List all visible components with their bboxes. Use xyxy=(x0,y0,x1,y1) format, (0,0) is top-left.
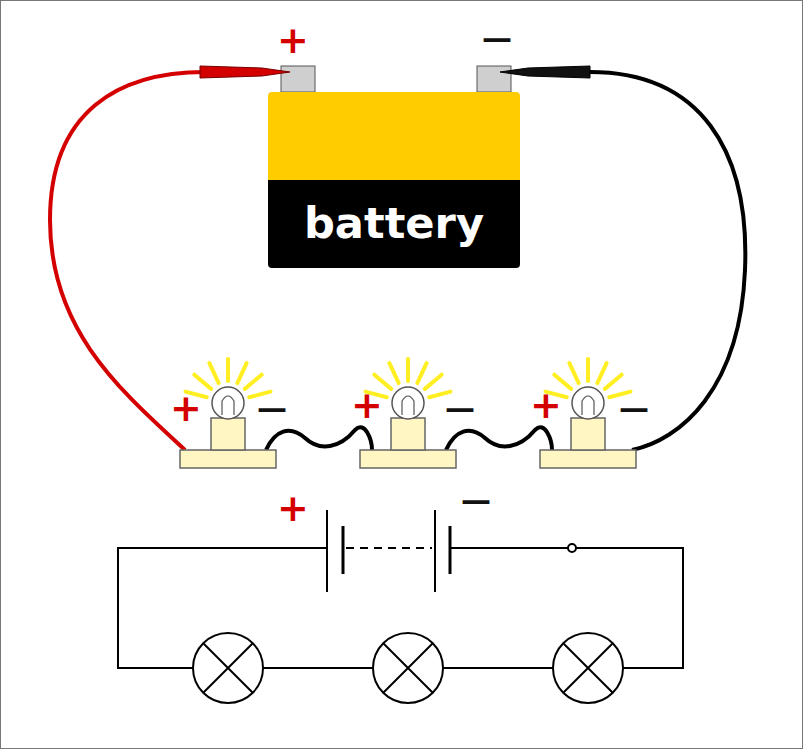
filament xyxy=(582,396,594,415)
bulb-base xyxy=(360,450,456,468)
light-ray xyxy=(389,363,398,383)
lamp-cross xyxy=(563,643,612,692)
negative-sign: — xyxy=(619,393,649,423)
bulb-wire xyxy=(266,427,372,450)
bulb-glass xyxy=(212,387,244,419)
filament xyxy=(402,396,414,415)
cell-long-plate xyxy=(434,510,436,592)
black-clip xyxy=(500,66,590,78)
cell-dashed xyxy=(346,547,432,549)
positive-sign: + xyxy=(277,21,309,59)
light-ray xyxy=(226,359,230,381)
positive-sign: + xyxy=(277,489,309,527)
bulb-socket xyxy=(211,418,245,450)
cell-short-plate xyxy=(449,526,452,574)
schematic xyxy=(118,510,683,703)
light-ray xyxy=(406,359,410,381)
negative-sign: — xyxy=(461,485,491,515)
battery-label: battery xyxy=(268,92,520,246)
negative-terminal xyxy=(477,66,511,92)
light-ray xyxy=(417,363,426,383)
lamp-symbol xyxy=(193,633,263,703)
light-ray xyxy=(194,375,211,389)
bulb-glass xyxy=(572,387,604,419)
light-ray xyxy=(245,375,262,389)
negative-sign: — xyxy=(482,23,512,53)
lamp-cross xyxy=(383,643,432,692)
terminal-dot xyxy=(568,544,576,552)
light-ray xyxy=(605,375,622,389)
negative-sign: — xyxy=(445,393,475,423)
bulb-socket xyxy=(391,418,425,450)
cell-short-plate xyxy=(342,526,345,574)
lamp-symbol xyxy=(553,633,623,703)
light-ray xyxy=(569,363,578,383)
positive-sign: + xyxy=(351,386,383,424)
bulb-base xyxy=(180,450,276,468)
cell-long-plate xyxy=(326,510,328,592)
positive-terminal xyxy=(281,66,315,92)
light-ray xyxy=(597,363,606,383)
light-ray xyxy=(586,359,590,381)
light-ray xyxy=(237,363,246,383)
bulb-base xyxy=(540,450,636,468)
lamp-symbol xyxy=(373,633,443,703)
red-wire xyxy=(50,72,205,450)
red-clip xyxy=(200,66,290,78)
battery-body: battery xyxy=(268,92,520,268)
light-ray xyxy=(209,363,218,383)
filament xyxy=(222,396,234,415)
light-ray xyxy=(425,375,442,389)
positive-sign: + xyxy=(170,389,202,427)
bulb-wire xyxy=(446,427,552,450)
black-wire xyxy=(590,72,745,450)
negative-sign: — xyxy=(257,393,287,423)
bulb-glass xyxy=(392,387,424,419)
lamp-cross xyxy=(203,643,252,692)
bulb-socket xyxy=(571,418,605,450)
positive-sign: + xyxy=(530,386,562,424)
